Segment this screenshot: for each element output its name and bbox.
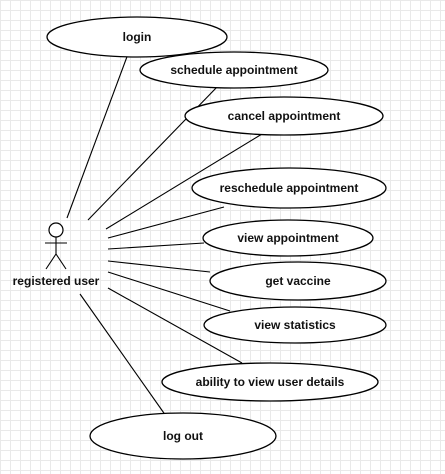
use-case-label: get vaccine	[265, 274, 331, 288]
association-login[interactable]	[66, 53, 129, 219]
use-case-get-vaccine[interactable]: get vaccine	[209, 261, 387, 301]
associations	[66, 53, 263, 417]
association-reschedule-appointment[interactable]	[107, 206, 225, 239]
use-case-label: schedule appointment	[170, 63, 297, 77]
actor-registered-user[interactable]: registered user	[13, 222, 100, 288]
use-case-label: cancel appointment	[228, 109, 341, 123]
use-case-log-out[interactable]: log out	[89, 412, 277, 460]
association-view-user-details[interactable]	[107, 287, 243, 364]
stick-figure-actor-icon	[45, 222, 67, 270]
use-case-view-statistics[interactable]: view statistics	[203, 306, 387, 344]
use-case-schedule-appointment[interactable]: schedule appointment	[139, 51, 329, 89]
use-case-label: log out	[163, 429, 203, 443]
use-case-view-user-details[interactable]: ability to view user details	[161, 362, 379, 402]
use-case-view-appointment[interactable]: view appointment	[202, 219, 374, 257]
association-view-appointment[interactable]	[107, 242, 205, 250]
association-log-out[interactable]	[79, 293, 167, 417]
association-view-statistics[interactable]	[107, 271, 231, 312]
use-case-cancel-appointment[interactable]: cancel appointment	[184, 96, 384, 136]
use-case-label: view appointment	[237, 231, 338, 245]
association-cancel-appointment[interactable]	[105, 133, 263, 230]
actor-label: registered user	[13, 274, 100, 288]
use-case-reschedule-appointment[interactable]: reschedule appointment	[191, 167, 387, 209]
use-case-label: ability to view user details	[196, 375, 345, 389]
use-case-label: login	[123, 30, 152, 44]
use-case-login[interactable]: login	[46, 16, 228, 58]
association-get-vaccine[interactable]	[107, 260, 211, 273]
use-case-label: view statistics	[254, 318, 336, 332]
use-case-label: reschedule appointment	[220, 181, 359, 195]
